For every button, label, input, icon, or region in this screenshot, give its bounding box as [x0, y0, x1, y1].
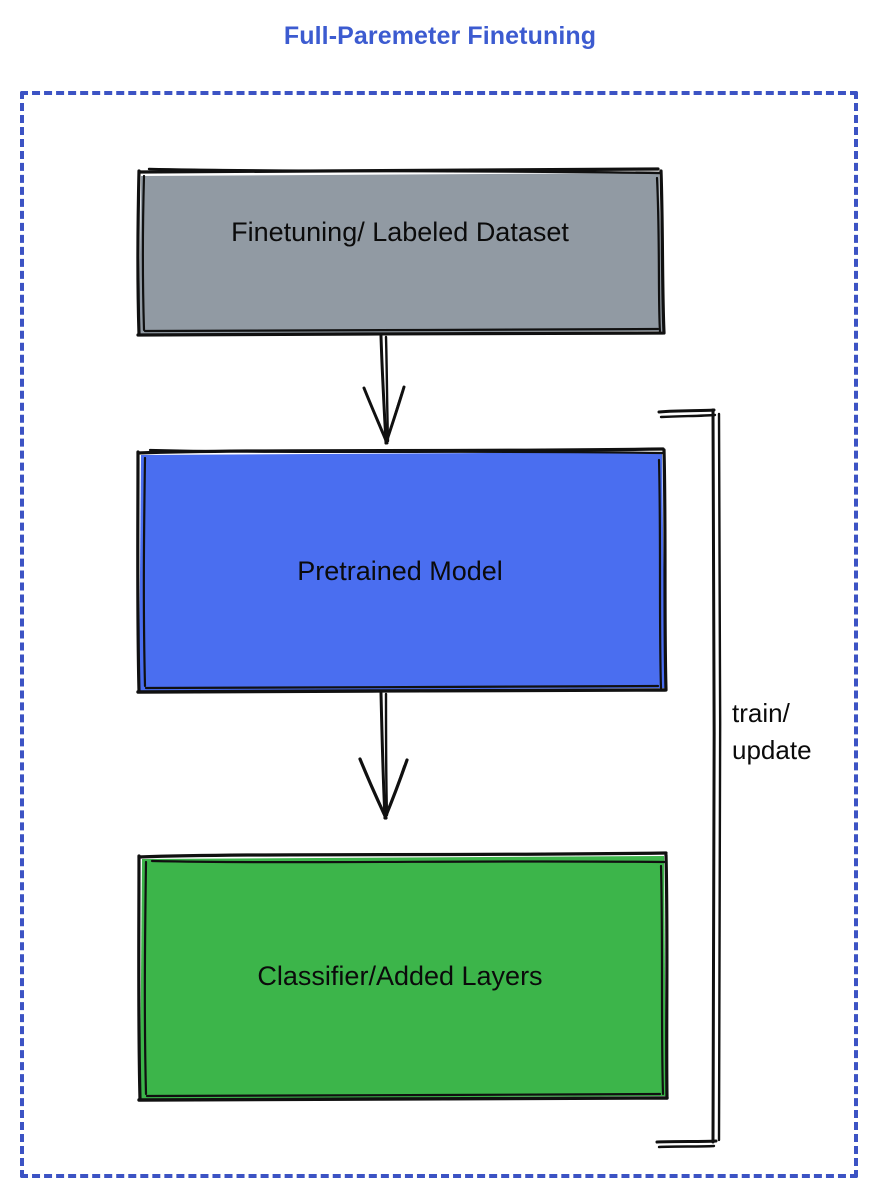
node-dataset-edge-bottom-b: [143, 327, 660, 333]
node-classifier-edge-right-b: [659, 864, 665, 1096]
page-title: Full-Paremeter Finetuning: [283, 22, 597, 50]
node-dataset-edge-right-b: [655, 176, 662, 334]
edge-pretrained-to-classifier-shaft-b: [384, 692, 389, 817]
node-classifier-edge-top-a: [137, 851, 668, 859]
edge-pretrained-to-classifier-head-left: [358, 757, 388, 820]
node-classifier-edge-left-b: [143, 860, 148, 1096]
edge-feedback-loop: [655, 408, 722, 1149]
node-dataset-edge-bottom-a: [136, 331, 665, 337]
edge-dataset-to-pretrained-shaft-a: [379, 334, 388, 445]
feedback-loop-bottom-a: [655, 1139, 718, 1144]
node-classifier-edge-right-a: [664, 853, 669, 1100]
node-dataset-edge-left-a: [136, 169, 141, 336]
edge-pretrained-to-classifier-shaft-a: [379, 691, 387, 819]
node-pretrained-edge-right-b: [657, 458, 663, 690]
node-classifier[interactable]: [137, 851, 669, 1102]
node-pretrained-edge-left-a: [136, 450, 141, 693]
node-dataset-fill: [139, 173, 663, 334]
feedback-loop-label: train/ update: [732, 698, 812, 765]
feedback-loop-top-b: [659, 413, 717, 419]
feedback-loop-top-a: [657, 408, 716, 414]
node-classifier-edge-bottom-b: [145, 1092, 662, 1098]
node-pretrained-edge-right-a: [662, 448, 668, 692]
node-pretrained-edge-bottom-b: [144, 684, 660, 690]
node-dataset-edge-right-a: [659, 169, 666, 335]
node-pretrained-edge-top-b: [148, 448, 666, 455]
node-classifier-edge-left-a: [137, 854, 142, 1101]
edge-pretrained-to-classifier-head-right-b: [385, 765, 405, 817]
node-dataset-edge-left-b: [141, 174, 146, 332]
feedback-loop-bottom-b: [657, 1144, 716, 1149]
edge-pretrained-to-classifier: [358, 691, 409, 820]
edge-dataset-to-pretrained-shaft-b: [384, 335, 390, 443]
node-classifier-fill: [140, 856, 666, 1099]
node-classifier-edge-top-b: [150, 859, 667, 864]
node-classifier-edge-bottom-a: [137, 1096, 669, 1102]
feedback-loop-right-a: [711, 408, 716, 1144]
node-dataset[interactable]: [136, 167, 666, 337]
edge-dataset-to-pretrained-head-left: [362, 386, 389, 445]
node-dataset-edge-top-b: [147, 167, 663, 175]
feedback-loop-right-b: [717, 412, 722, 1142]
node-pretrained[interactable]: [136, 447, 668, 694]
edge-dataset-to-pretrained: [362, 334, 406, 445]
node-pretrained-fill: [139, 452, 665, 691]
node-pretrained-edge-left-b: [142, 456, 147, 688]
node-pretrained-edge-bottom-a: [136, 688, 667, 694]
edge-dataset-to-pretrained-head-right-b: [386, 391, 403, 442]
